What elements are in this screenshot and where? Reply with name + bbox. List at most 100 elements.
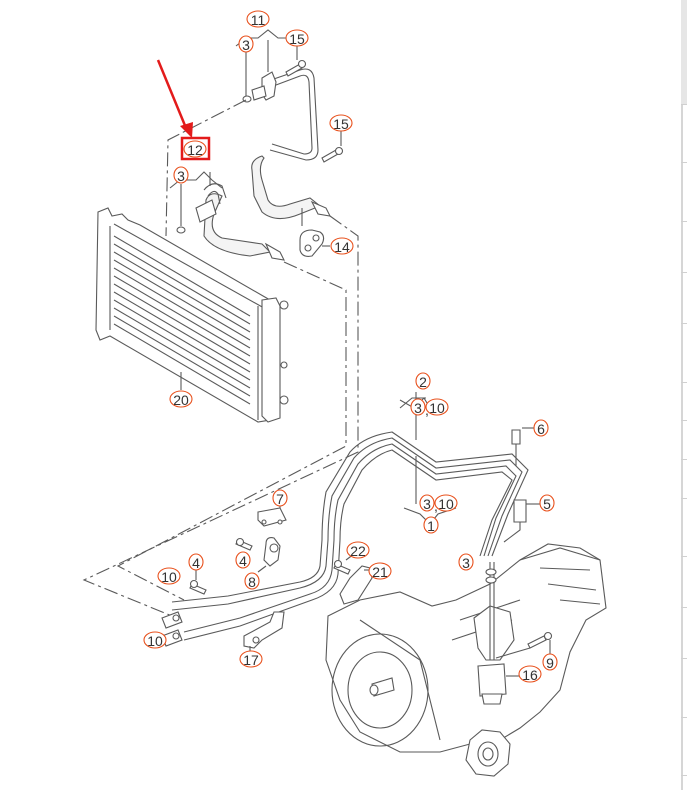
callout-10[interactable]: 10 bbox=[143, 631, 167, 649]
side-scroll-thumb[interactable] bbox=[681, 0, 687, 104]
grommet-14[interactable] bbox=[299, 229, 330, 257]
callout-20[interactable]: 20 bbox=[169, 390, 193, 408]
callout-22[interactable]: 22 bbox=[346, 541, 370, 559]
callout-ring bbox=[238, 35, 254, 53]
callout-number: 11 bbox=[251, 12, 266, 28]
callout-ring bbox=[188, 553, 204, 571]
callout-4[interactable]: 4 bbox=[235, 551, 251, 569]
callout-ring bbox=[246, 10, 270, 28]
callout-ring bbox=[434, 494, 458, 512]
bolt-9[interactable] bbox=[495, 631, 553, 659]
callout-number: 4 bbox=[239, 553, 247, 569]
callout-number: 15 bbox=[333, 116, 349, 132]
callout-ring bbox=[410, 398, 426, 416]
bolt-4-left[interactable] bbox=[189, 570, 207, 595]
callout-ring bbox=[235, 551, 251, 569]
callout-ring bbox=[423, 516, 439, 534]
cooler-hoses[interactable] bbox=[176, 155, 331, 261]
callout-number: 3 bbox=[414, 400, 422, 416]
callout-3[interactable]: 3 bbox=[419, 494, 435, 512]
callout-3[interactable]: 3 bbox=[238, 35, 254, 53]
callout-number: 7 bbox=[276, 491, 284, 507]
callout-ring bbox=[329, 114, 353, 132]
clamp-7[interactable] bbox=[257, 500, 287, 527]
callout-ring bbox=[143, 631, 167, 649]
callout-10[interactable]: 10 bbox=[157, 567, 181, 585]
rail-tick bbox=[681, 658, 687, 659]
side-scroll-rail[interactable] bbox=[681, 0, 683, 790]
rail-tick bbox=[681, 717, 687, 718]
callout-number: 3 bbox=[462, 555, 470, 571]
callout-16[interactable]: 16 bbox=[518, 665, 542, 683]
callout-ring bbox=[173, 166, 189, 184]
callout-6[interactable]: 6 bbox=[533, 419, 549, 437]
callout-separators: ,, bbox=[425, 402, 438, 514]
rail-tick bbox=[681, 607, 687, 608]
clamp-8[interactable] bbox=[235, 537, 281, 573]
callout-5[interactable]: 5 bbox=[539, 494, 555, 512]
selected-part-box[interactable] bbox=[180, 136, 211, 161]
callout-1[interactable]: 1 bbox=[423, 516, 439, 534]
callout-3[interactable]: 3 bbox=[410, 398, 426, 416]
rail-tick bbox=[681, 459, 687, 460]
callout-number: 4 bbox=[192, 555, 200, 571]
callout-15[interactable]: 15 bbox=[285, 29, 309, 47]
callout-number: 5 bbox=[543, 496, 551, 512]
callout-10[interactable]: 10 bbox=[434, 494, 458, 512]
callout-ring bbox=[169, 390, 193, 408]
callout-9[interactable]: 9 bbox=[542, 653, 558, 671]
callout-number: 3 bbox=[423, 496, 431, 512]
bolt-5[interactable] bbox=[503, 499, 540, 543]
oil-pipe-fitting-16[interactable] bbox=[473, 562, 520, 705]
callout-17[interactable]: 17 bbox=[239, 650, 263, 668]
top-cooler-pipe[interactable] bbox=[242, 40, 319, 161]
bolt-15-upper[interactable] bbox=[285, 46, 307, 77]
callout-ring bbox=[239, 650, 263, 668]
callout-ring bbox=[539, 494, 555, 512]
rail-tick bbox=[681, 104, 687, 105]
callout-11[interactable]: 11 bbox=[246, 10, 270, 28]
radiator[interactable] bbox=[95, 207, 289, 423]
callout-3[interactable]: 3 bbox=[458, 553, 474, 571]
callout-ring bbox=[518, 665, 542, 683]
callout-number: 6 bbox=[537, 421, 545, 437]
callout-number: 17 bbox=[243, 652, 259, 668]
gearbox bbox=[325, 543, 607, 777]
callout-number: 14 bbox=[334, 239, 350, 255]
callout-number: 16 bbox=[522, 667, 538, 683]
callout-12[interactable]: 12 bbox=[183, 140, 207, 158]
callout-number: 10 bbox=[438, 496, 454, 512]
callout-ring bbox=[533, 419, 549, 437]
callout-number: 12 bbox=[187, 142, 203, 158]
callout-10[interactable]: 10 bbox=[425, 398, 449, 416]
rail-tick bbox=[681, 420, 687, 421]
callout-8[interactable]: 8 bbox=[244, 572, 260, 590]
selection-arrow bbox=[156, 59, 193, 138]
callout-4[interactable]: 4 bbox=[188, 553, 204, 571]
callout-ring bbox=[330, 237, 354, 255]
callout-ring bbox=[183, 140, 207, 158]
callout-number: 2 bbox=[419, 374, 427, 390]
callout-7[interactable]: 7 bbox=[272, 489, 288, 507]
callout-15[interactable]: 15 bbox=[329, 114, 353, 132]
callout-number: 3 bbox=[242, 37, 250, 53]
callout-14[interactable]: 14 bbox=[330, 237, 354, 255]
callout-number: 9 bbox=[546, 655, 554, 671]
callout-2[interactable]: 2 bbox=[415, 372, 431, 390]
callout-ring bbox=[346, 541, 370, 559]
callout-21[interactable]: 21 bbox=[368, 562, 392, 580]
bolt-6[interactable] bbox=[511, 427, 534, 466]
callout-3[interactable]: 3 bbox=[173, 166, 189, 184]
rail-tick bbox=[681, 382, 687, 383]
callout-ring bbox=[419, 494, 435, 512]
callout-ring bbox=[285, 29, 309, 47]
callout-ring bbox=[244, 572, 260, 590]
bolt-15-lower[interactable] bbox=[321, 130, 344, 163]
callout-number: 20 bbox=[173, 392, 189, 408]
callout-ring bbox=[415, 372, 431, 390]
transmission-pipes[interactable] bbox=[161, 392, 529, 647]
bracket-17[interactable] bbox=[243, 611, 285, 652]
callout-ring bbox=[157, 567, 181, 585]
